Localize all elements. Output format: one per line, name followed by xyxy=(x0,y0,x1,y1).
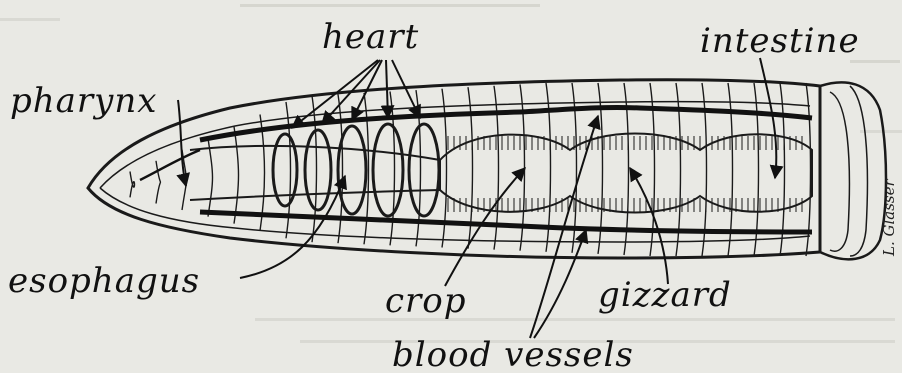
body-segment xyxy=(208,138,213,216)
label-intestine: intestine xyxy=(700,21,860,61)
body-segment xyxy=(156,161,161,204)
body-segment xyxy=(234,127,239,224)
gut-tract xyxy=(190,134,812,213)
artist-signature: L. Glasser xyxy=(880,179,898,257)
label-heart: heart xyxy=(322,17,419,57)
label-crop: crop xyxy=(385,281,467,321)
label-esophagus: esophagus xyxy=(8,261,200,301)
body-segment xyxy=(130,172,135,198)
body-segment xyxy=(312,96,317,242)
label-blood-vessels: blood vessels xyxy=(392,335,634,373)
blood-vessels xyxy=(140,107,812,232)
heart-arches xyxy=(273,124,439,216)
label-pharynx: pharynx xyxy=(10,81,157,121)
label-gizzard: gizzard xyxy=(598,275,732,315)
